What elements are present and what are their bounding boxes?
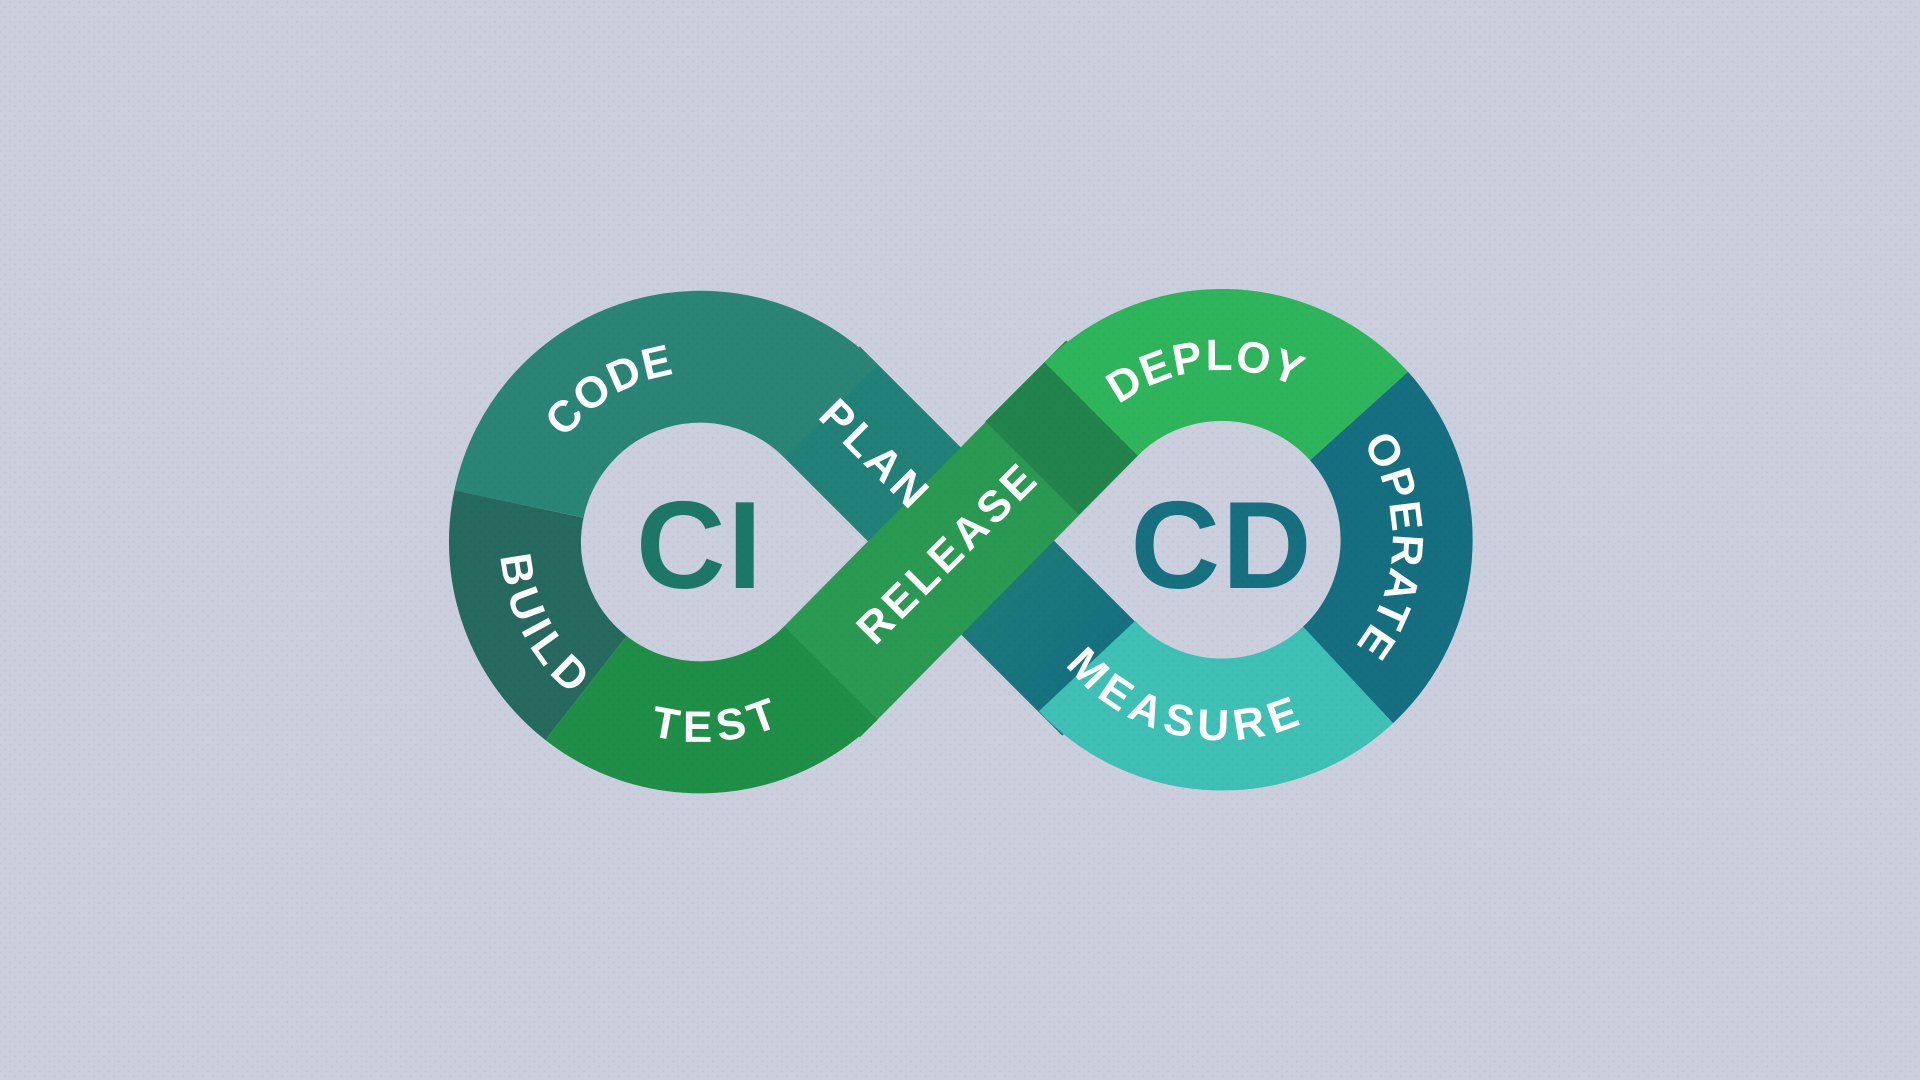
halftone-texture-overlay: [0, 0, 1920, 1080]
diagram-canvas: CODE BUILD TEST DEPLOY OPERATE MEASURE P…: [0, 0, 1920, 1080]
cicd-infinity-diagram: CODE BUILD TEST DEPLOY OPERATE MEASURE P…: [0, 0, 1920, 1080]
